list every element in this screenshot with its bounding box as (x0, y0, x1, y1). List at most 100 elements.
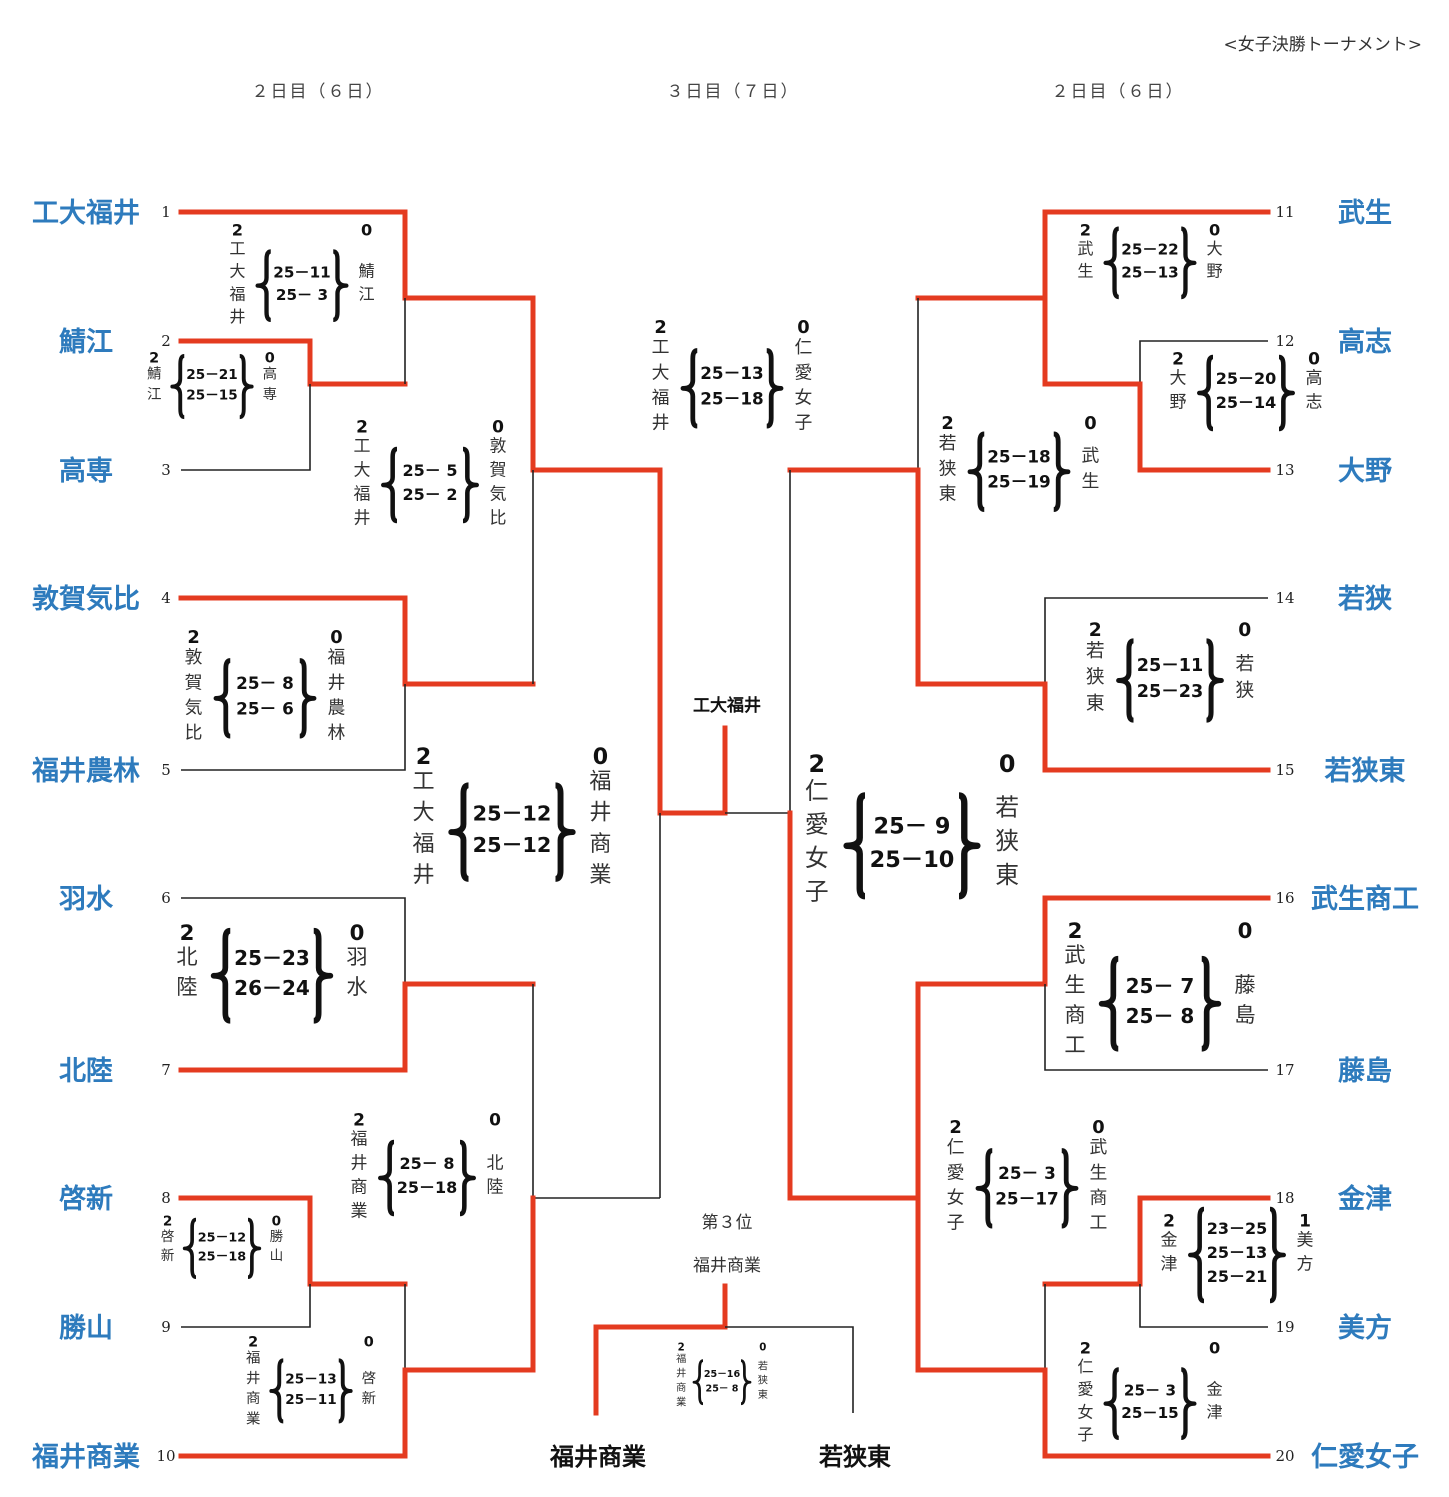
winner-sets: 2 (1163, 1211, 1175, 1231)
team-name: 藤島 (1338, 1056, 1392, 1087)
seed-number: 18 (1275, 1189, 1294, 1207)
winner-sets: 2 (809, 750, 826, 778)
loser-sets: 0 (489, 1110, 501, 1130)
set-score: 25－10 (870, 847, 955, 873)
loser-name: 北陸 (487, 1153, 504, 1197)
bracket-line-winner (178, 981, 536, 1073)
loser-sets: 0 (999, 750, 1016, 778)
winner-name: 福井商業 (351, 1129, 368, 1221)
team-name: 高専 (59, 455, 113, 487)
winner-sets: 2 (232, 221, 243, 240)
team-name: 敦賀気比 (32, 583, 140, 615)
bracket-line-winner (178, 595, 536, 687)
loser-name: 勝山 (270, 1229, 284, 1264)
set-score: 25－11 (285, 1392, 336, 1408)
bracket-title: <女子決勝トーナメント> (1224, 35, 1423, 55)
team-name: 若狭 (1338, 584, 1392, 615)
brace-close (740, 1359, 752, 1406)
loser-name: 若狭東 (758, 1359, 768, 1401)
loser-sets: 0 (361, 221, 372, 240)
set-score: 25－21 (186, 367, 237, 383)
set-score: 25－ 2 (403, 485, 458, 504)
set-score: 25－12 (473, 833, 552, 857)
bracket-line (725, 1326, 854, 1413)
brace-open (381, 446, 398, 524)
winner-name: 武生商工 (1064, 943, 1085, 1058)
loser-name: 羽水 (346, 945, 367, 1000)
loser-name: 藤島 (1234, 973, 1255, 1028)
set-score: 25－23 (1137, 682, 1204, 702)
seed-number: 5 (161, 761, 171, 779)
winner-sets: 2 (353, 1110, 365, 1130)
set-score: 25－ 3 (1124, 1381, 1176, 1399)
brace-open (975, 1148, 993, 1229)
brace-open (1103, 1367, 1120, 1441)
brace-open (182, 1217, 197, 1280)
set-score: 25－11 (273, 263, 330, 281)
bracket-line (1139, 340, 1268, 384)
bracket-line-winner (530, 295, 728, 816)
seed-number: 20 (1275, 1447, 1294, 1465)
set-score: 25－18 (397, 1178, 458, 1197)
team-name: 大野 (1338, 456, 1392, 487)
seed-number: 9 (161, 1318, 171, 1336)
winner-sets: 2 (1080, 221, 1091, 240)
seed-number: 1 (161, 203, 171, 221)
bracket-line (181, 384, 311, 471)
bracket-line-winner (915, 895, 1271, 987)
loser-sets: 0 (1209, 221, 1220, 240)
loser-name: 美方 (1297, 1230, 1314, 1274)
brace-open (1098, 955, 1119, 1052)
set-score: 25－13 (285, 1371, 336, 1387)
loser-name: 大野 (1207, 239, 1223, 281)
winner-sets: 2 (149, 350, 159, 366)
set-score: 25－19 (987, 472, 1051, 492)
winner-sets: 2 (1080, 1339, 1091, 1358)
loser-name: 福井商業 (589, 768, 611, 888)
team-name: 武生 (1338, 198, 1392, 229)
seed-number: 3 (161, 461, 171, 479)
loser-sets: 0 (1238, 620, 1251, 641)
set-score: 25－ 3 (998, 1163, 1056, 1183)
third-place-right-team: 若狭東 (818, 1443, 891, 1471)
team-name: 仁愛女子 (1311, 1441, 1419, 1473)
set-score: 25－ 9 (874, 813, 951, 839)
brace-open (448, 782, 469, 882)
winner-sets: 2 (949, 1117, 961, 1138)
set-score: 25－ 8 (1126, 1004, 1195, 1028)
brace-open (843, 792, 866, 900)
winner-sets: 2 (180, 921, 195, 946)
brace-open (213, 658, 231, 739)
third-place-winner: 福井商業 (693, 1256, 761, 1276)
winner-name: 仁愛女子 (1077, 1357, 1093, 1444)
team-name: 北陸 (59, 1056, 113, 1087)
set-score: 25－16 (704, 1369, 741, 1380)
bracket-line-winner (915, 209, 1271, 301)
loser-sets: 0 (330, 627, 342, 648)
loser-name: 高志 (1306, 368, 1323, 412)
set-score: 25－18 (987, 447, 1051, 467)
winner-sets: 2 (1089, 620, 1102, 641)
winner-name: 福井商業 (246, 1349, 260, 1427)
loser-name: 若狭東 (995, 794, 1019, 889)
winner-sets: 2 (654, 317, 666, 338)
bracket-line-winner (787, 467, 1271, 773)
seed-number: 2 (161, 332, 171, 350)
set-score: 26－24 (234, 976, 310, 1000)
day-label-center: ３日目（７日） (667, 82, 800, 102)
winner-name: 工大福井 (413, 768, 435, 888)
brace-close (766, 348, 784, 429)
seed-number: 15 (1275, 761, 1294, 779)
brace-close (1269, 1206, 1286, 1304)
bracket-line-winner (1042, 295, 1143, 387)
brace-close (332, 249, 349, 323)
brace-open (255, 249, 272, 323)
brace-close (1180, 226, 1197, 300)
team-name: 鯖江 (59, 327, 113, 358)
